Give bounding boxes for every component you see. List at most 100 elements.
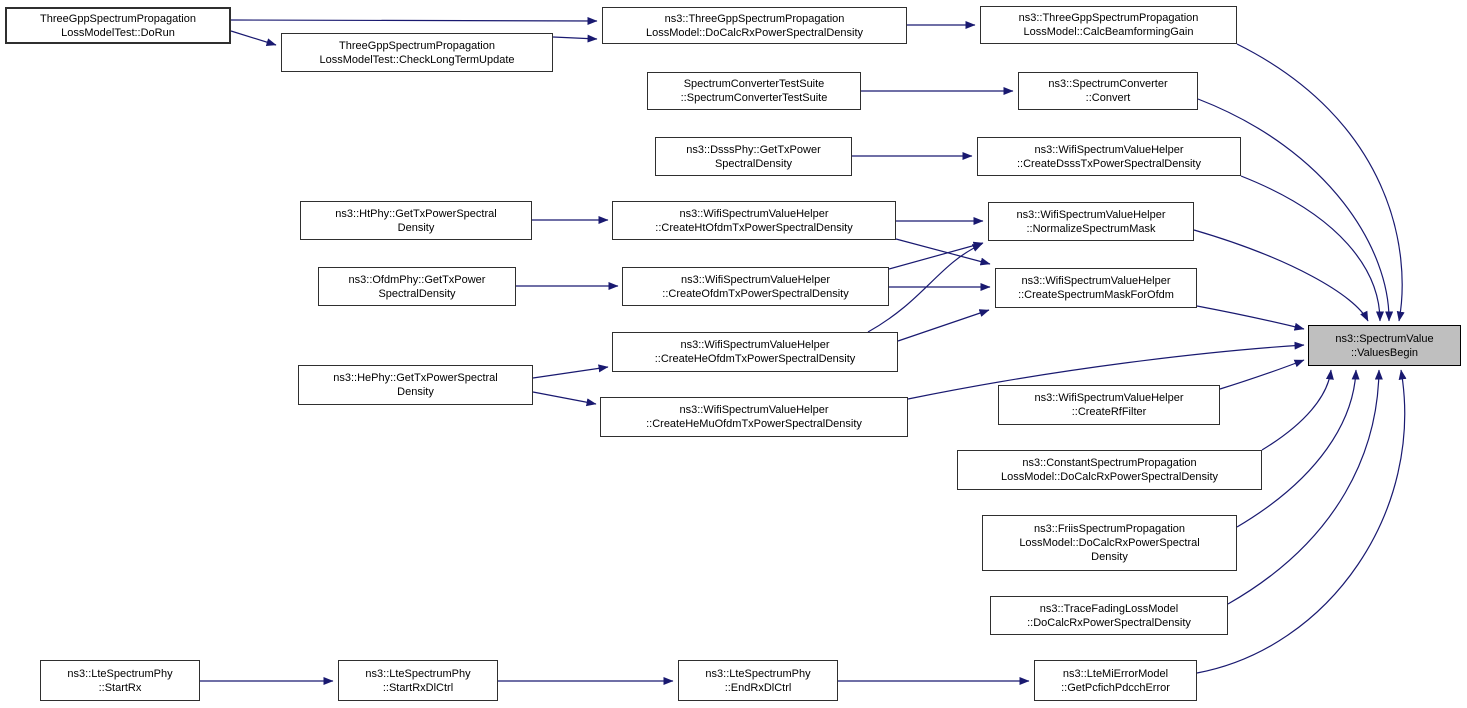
node-label-line: ns3::TraceFadingLossModel [1039,602,1179,615]
edge-convert-to-valuesbegin [1197,98,1394,322]
node-label-line: ns3::WifiSpectrumValueHelper [1016,208,1166,221]
node-label-line: ns3::WifiSpectrumValueHelper [679,207,829,220]
node-label-line: ::ValuesBegin [1350,346,1419,359]
node-label-line: Density [397,221,435,234]
node-label-line: ::Convert [1085,92,1131,104]
node-label-line: ns3::WifiSpectrumValueHelper [1021,275,1171,287]
node-label-line: ns3::ThreeGppSpectrumPropagation [664,12,845,25]
edge-friis-docalc-to-valuesbegin [1236,369,1360,528]
edge-lte-getpcfich-to-valuesbegin [1196,369,1407,674]
edge-create-ofdm-to-normalize-mask [888,241,984,270]
graph-node-create-ofdm[interactable]: ns3::WifiSpectrumValueHelper::CreateOfdm… [622,267,889,306]
node-label-line: ns3::WifiSpectrumValueHelper [1034,392,1184,404]
node-label-line: Density [397,386,434,398]
edge-calcbeamforminggain-to-valuesbegin [1236,43,1405,322]
graph-node-lte-startrx[interactable]: ns3::LteSpectrumPhy::StartRx [40,660,200,701]
node-label-line: LossModel::DoCalcRxPowerSpectralDensity [1000,471,1219,483]
edge-test-dorun-to-threegpp-docalc [230,16,598,25]
node-label-line: ns3::LteSpectrumPhy [705,667,811,680]
graph-node-lte-endrxdlctrl[interactable]: ns3::LteSpectrumPhy::EndRxDlCtrl [678,660,838,701]
node-label-line: ns3::WifiSpectrumValueHelper [680,339,830,351]
node-label-line: ns3::OfdmPhy::GetTxPower [348,273,486,286]
node-label-line: ::CreateHeMuOfdmTxPowerSpectralDensity [646,418,862,430]
graph-node-tracefading-docalc[interactable]: ns3::TraceFadingLossModel::DoCalcRxPower… [990,596,1228,635]
node-label-line: ns3::HePhy::GetTxPowerSpectral [333,372,498,384]
edge-create-maskforofdm-to-valuesbegin [1196,305,1305,331]
graph-node-create-rffilter[interactable]: ns3::WifiSpectrumValueHelper::CreateRfFi… [998,385,1220,425]
node-label-line: ::StartRx [98,681,142,694]
edge-create-heofdm-to-create-maskforofdm [897,309,990,342]
edge-create-rffilter-to-valuesbegin [1219,359,1305,390]
node-label-line: ThreeGppSpectrumPropagation [40,12,196,25]
node-label-line: ns3::DsssPhy::GetTxPower [686,143,821,156]
edge-constant-docalc-to-valuesbegin [1261,369,1334,451]
node-label-line: ns3::LteSpectrumPhy [365,667,471,680]
node-label-line: ::EndRxDlCtrl [724,681,792,694]
edge-create-hemuofdm-to-valuesbegin [907,341,1305,400]
graph-node-convert[interactable]: ns3::SpectrumConverter::Convert [1018,72,1198,110]
edge-create-htofdm-to-create-maskforofdm [895,238,991,266]
node-label-line: SpectrumConverterTestSuite [683,78,825,90]
node-label-line: ns3::LteMiErrorModel [1062,667,1169,680]
graph-node-create-maskforofdm[interactable]: ns3::WifiSpectrumValueHelper::CreateSpec… [995,268,1197,308]
graph-node-lte-startrxdlctrl[interactable]: ns3::LteSpectrumPhy::StartRxDlCtrl [338,660,498,701]
node-label-line: ::CreateOfdmTxPowerSpectralDensity [662,287,849,300]
node-label-line: ::NormalizeSpectrumMask [1026,222,1156,235]
node-label-line: ::StartRxDlCtrl [382,681,454,694]
edge-tracefading-docalc-to-valuesbegin [1227,369,1383,605]
node-label-line: ::CreateSpectrumMaskForOfdm [1018,289,1174,301]
node-label-line: LossModel::DoCalcRxPowerSpectralDensity [645,26,864,39]
node-label-line: Density [1091,551,1128,563]
graph-node-create-heofdm[interactable]: ns3::WifiSpectrumValueHelper::CreateHeOf… [612,332,898,372]
node-label-line: ns3::SpectrumConverter [1048,78,1168,90]
node-label-line: SpectralDensity [378,287,456,300]
node-label-line: ::GetPcfichPdcchError [1061,681,1170,694]
graph-node-create-htofdm[interactable]: ns3::WifiSpectrumValueHelper::CreateHtOf… [612,201,896,240]
node-label-line: ns3::ThreeGppSpectrumPropagation [1018,12,1199,24]
graph-node-lte-getpcfich[interactable]: ns3::LteMiErrorModel::GetPcfichPdcchErro… [1034,660,1197,701]
graph-node-normalize-mask[interactable]: ns3::WifiSpectrumValueHelper::NormalizeS… [988,202,1194,241]
node-label-line: ::DoCalcRxPowerSpectralDensity [1027,616,1191,629]
edge-normalize-mask-to-valuesbegin [1193,229,1369,322]
node-label-line: LossModelTest::CheckLongTermUpdate [319,53,515,66]
node-label-line: ::CreateDsssTxPowerSpectralDensity [1016,157,1201,170]
edge-test-dorun-to-test-checklongterm [230,30,277,46]
node-label-line: ns3::HtPhy::GetTxPowerSpectral [335,207,497,220]
node-label-line: ThreeGppSpectrumPropagation [339,39,495,52]
edge-test-checklongterm-to-threegpp-docalc [552,34,598,43]
node-label-line: LossModel::CalcBeamformingGain [1023,26,1194,38]
node-label-line: LossModelTest::DoRun [61,26,175,39]
edge-create-heofdm-to-normalize-mask [867,243,983,333]
edge-hephy-gettxpower-to-create-hemuofdm [532,391,597,407]
node-label-line: ns3::LteSpectrumPhy [67,667,173,680]
node-label-line: LossModel::DoCalcRxPowerSpectral [1019,537,1200,549]
graph-node-create-hemuofdm[interactable]: ns3::WifiSpectrumValueHelper::CreateHeMu… [600,397,908,437]
node-label-line: ns3::WifiSpectrumValueHelper [681,273,830,286]
node-label-line: ::CreateRfFilter [1071,406,1147,418]
node-label-line: ns3::FriisSpectrumPropagation [1033,523,1185,535]
edge-hephy-gettxpower-to-create-heofdm [532,364,609,379]
node-label-line: SpectralDensity [714,157,793,170]
node-label-line: ns3::SpectrumValue [1335,332,1434,345]
node-label-line: ns3::WifiSpectrumValueHelper [679,404,829,416]
graph-node-create-dsss[interactable]: ns3::WifiSpectrumValueHelper::CreateDsss… [977,137,1241,176]
graph-node-converter-testsuite[interactable]: SpectrumConverterTestSuite::SpectrumConv… [647,72,861,110]
node-label-line: ns3::WifiSpectrumValueHelper [1034,143,1184,156]
node-label-line: ::SpectrumConverterTestSuite [680,92,828,104]
node-label-line: ns3::ConstantSpectrumPropagation [1022,457,1197,469]
node-label-line: ::CreateHtOfdmTxPowerSpectralDensity [655,221,853,234]
graph-node-valuesbegin[interactable]: ns3::SpectrumValue::ValuesBegin [1308,325,1461,366]
edge-create-dsss-to-valuesbegin [1240,175,1384,322]
